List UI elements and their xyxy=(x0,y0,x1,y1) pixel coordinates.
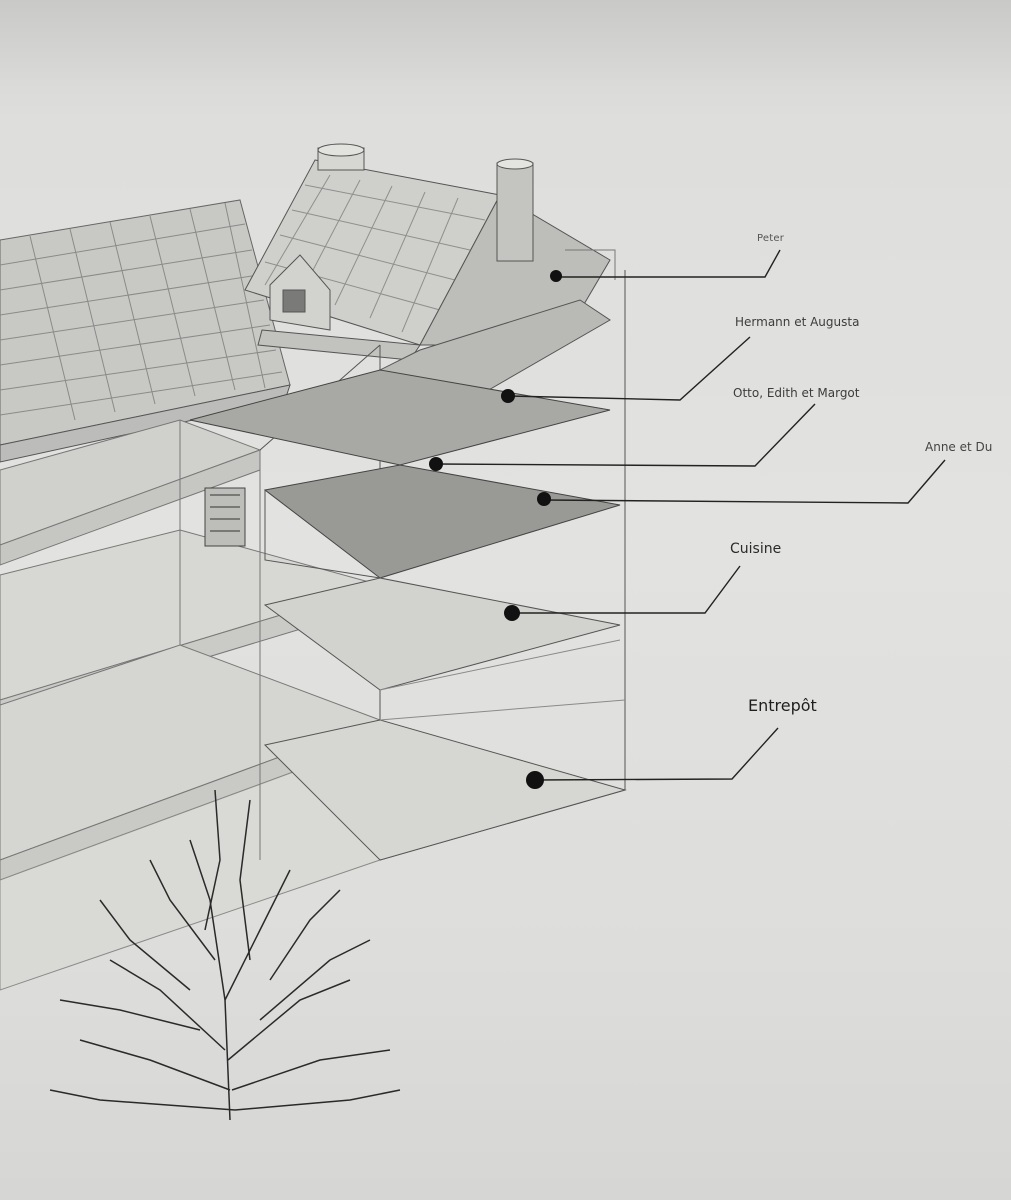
label-cuisine: Cuisine xyxy=(730,541,782,557)
room-marker-dots xyxy=(429,270,562,789)
label-anne: Anne et Du xyxy=(925,440,993,454)
paper-top-edge xyxy=(0,0,1011,80)
left-building-floors xyxy=(0,419,382,991)
label-peter: Peter xyxy=(757,233,785,244)
label-hermann-augusta: Hermann et Augusta xyxy=(735,315,860,329)
left-roof-illustration xyxy=(0,199,291,463)
label-entrepot: Entrepôt xyxy=(748,696,817,715)
leader-lines xyxy=(435,249,946,781)
bush-illustration xyxy=(49,789,401,1121)
label-otto-edith-margot: Otto, Edith et Margot xyxy=(733,386,860,400)
